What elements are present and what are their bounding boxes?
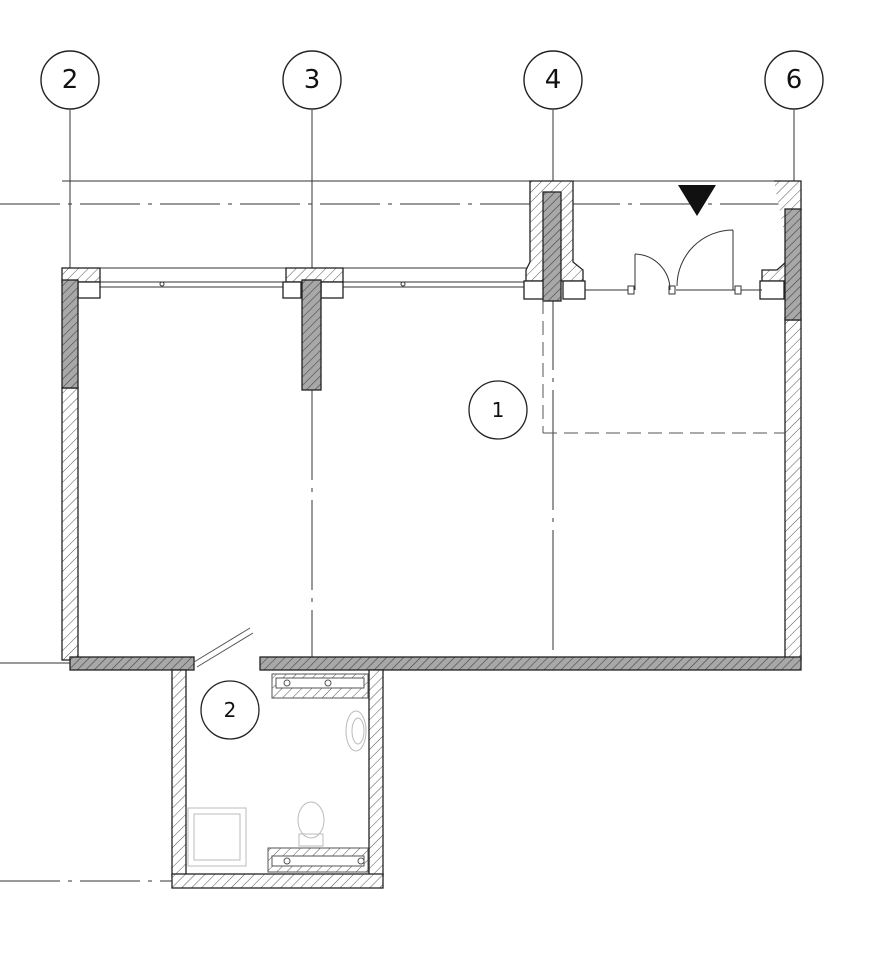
sink-icon — [345, 710, 367, 752]
entrance-doors — [585, 229, 762, 295]
facade-window — [62, 267, 530, 288]
grid-bubble-3: 3 — [282, 50, 342, 110]
wall-right — [784, 317, 802, 661]
room-label-2: 2 — [224, 698, 237, 722]
column-grid-3 — [282, 267, 344, 391]
room-tag-2: 2 — [200, 680, 260, 740]
grid-bubble-4: 4 — [523, 50, 583, 110]
wall-bath-right — [368, 669, 384, 877]
shower-tray-icon — [187, 807, 247, 867]
grid-bubble-6: 6 — [764, 50, 824, 110]
grab-bar-top — [271, 673, 369, 699]
grid-label-2: 2 — [62, 65, 79, 95]
wall-bath-left — [171, 669, 187, 877]
columns — [61, 180, 802, 391]
grid-bubble-2: 2 — [40, 50, 100, 110]
grid-label-4: 4 — [545, 65, 562, 95]
walls — [61, 317, 802, 889]
wall-bottom-left — [69, 656, 195, 671]
column-grid-2 — [61, 267, 101, 389]
room-label-1: 1 — [492, 398, 505, 422]
column-grid-4 — [523, 180, 586, 302]
bathroom-fixtures — [187, 673, 369, 873]
reference-lines — [0, 180, 800, 882]
grid-label-6: 6 — [786, 65, 803, 95]
grab-bar-bottom — [267, 847, 369, 873]
wall-bottom-right — [259, 656, 802, 671]
column-grid-6 — [759, 180, 802, 321]
wall-left — [61, 387, 79, 661]
dashed-zone — [542, 300, 785, 434]
wall-bath-bottom — [171, 873, 384, 889]
level-marker-icon — [678, 185, 716, 216]
room-tag-1: 1 — [468, 380, 528, 440]
grid-label-3: 3 — [304, 65, 321, 95]
toilet-icon — [297, 801, 325, 847]
bathroom-door — [193, 627, 254, 668]
grid-bubbles: 2 3 4 6 — [40, 50, 824, 110]
